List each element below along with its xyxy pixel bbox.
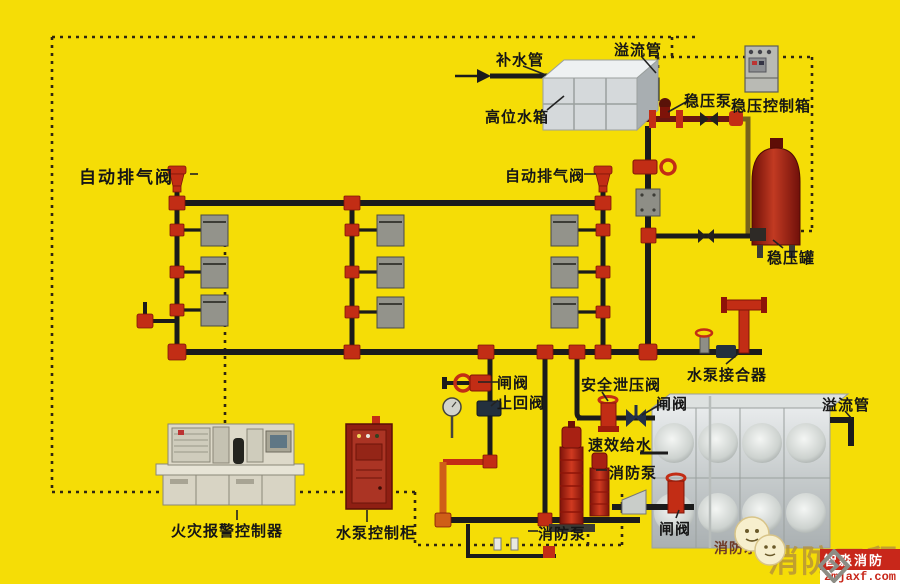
label-fire-alarm-controller: 火灾报警控制器	[171, 524, 284, 540]
valve-handwheel-icon	[659, 158, 677, 176]
label-check-valve: 止回阀	[497, 396, 546, 412]
label-stabilizer-pump: 稳压泵	[684, 94, 733, 110]
telephone-handset-icon	[233, 438, 244, 464]
control-wiring-dashed	[50, 35, 814, 547]
label-overflow-pipe-right: 溢流管	[822, 398, 871, 414]
flow-arrow-icon	[477, 69, 491, 83]
label-auto-air-valve-mid: 自动排气阀	[505, 169, 586, 185]
pressure-line-components	[649, 98, 743, 243]
label-gate-valve-2: 闸阀	[656, 397, 689, 413]
label-gate-valve-3: 闸阀	[659, 522, 692, 538]
label-pump-control-cabinet: 水泵控制柜	[336, 526, 417, 542]
overflow-elbow	[830, 417, 854, 446]
label-safety-relief-valve: 安全泄压阀	[581, 378, 662, 394]
brand-logo: 智淼消防 zmjaxf.com	[817, 549, 900, 584]
label-makeup-pipe: 补水管	[496, 53, 545, 69]
pump-coupler	[694, 297, 767, 358]
pipe-fittings	[136, 195, 658, 528]
pump-room-components	[442, 373, 646, 438]
alarm-check-valve	[635, 188, 661, 217]
label-quick-water-supply: 速效给水	[588, 438, 653, 454]
check-valve-body	[476, 400, 502, 417]
label-stabilizer-tank: 稳压罐	[767, 251, 816, 267]
label-high-level-tank: 高位水箱	[485, 110, 550, 126]
flow-indicator-boxes	[200, 214, 579, 329]
high-level-tank	[541, 58, 660, 132]
main-riser-components	[632, 158, 677, 217]
auto-air-valve-icons	[167, 165, 613, 193]
stabilizer-control-box	[744, 45, 779, 93]
fire-alarm-console	[155, 423, 305, 506]
label-auto-air-valve-left: 自动排气阀	[79, 168, 174, 187]
label-gate-valve-1: 闸阀	[497, 376, 530, 392]
fire-pumps	[549, 421, 687, 532]
label-pump-coupler: 水泵接合器	[687, 368, 768, 384]
stabilizer-tank	[750, 138, 801, 258]
label-overflow-pipe-top: 溢流管	[614, 43, 663, 59]
pump-control-cabinet	[345, 416, 393, 510]
label-leader-lines	[190, 55, 853, 532]
label-fire-pump-right: 消防泵	[609, 466, 658, 482]
label-fire-pump-bottom: 消防泵	[538, 527, 587, 543]
label-stabilizer-control-box: 稳压控制箱	[731, 99, 812, 115]
